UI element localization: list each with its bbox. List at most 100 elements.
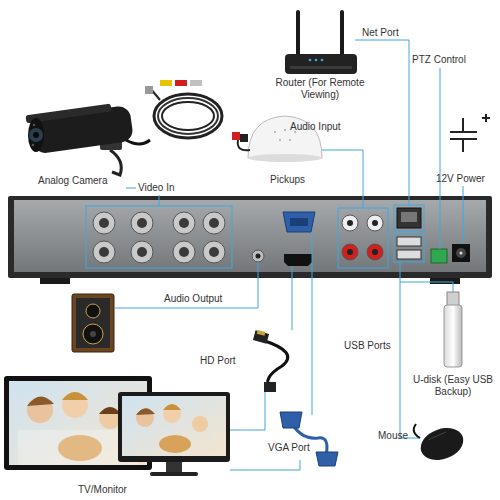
camera-illustration [29,128,43,142]
leader-line [463,186,464,244]
rca-jacks [347,249,353,255]
leader-line [230,460,300,470]
monitor-illustration [99,407,121,429]
rca-jacks [342,215,383,260]
monitor-illustration [27,396,54,406]
cable-coil [145,80,222,138]
hdmi-cable [262,340,288,388]
cable-coil [160,80,172,86]
monitor-illustration [118,392,230,462]
rca-jacks [342,215,358,231]
power-jack [460,252,463,255]
hdmi-port [284,254,312,266]
leader-line [126,188,136,189]
leader-line [115,40,463,470]
microphone-pickup [274,131,276,133]
microphone-pickup [279,139,281,141]
device-label: Analog Camera [38,175,118,187]
bnc-connectors [131,212,153,234]
microphone-pickup [289,139,291,141]
monitor-illustration [62,392,88,400]
port-label: Video In [138,182,188,194]
speaker-illustration [72,294,114,352]
leader-line [440,68,441,249]
rca-jacks [367,244,383,260]
monitor-illustration [4,376,230,476]
hdmi-cable [253,330,269,343]
monitor-illustration [159,435,191,453]
bnc-connectors [137,218,147,228]
port-label: HD Port [200,355,250,367]
rca-jacks [342,244,358,260]
speaker-illustration [86,304,100,318]
leader-line [292,266,293,330]
highlight-frame [338,208,388,268]
monitor-illustration [163,405,181,423]
bnc-connectors [99,247,109,257]
bnc-connectors [99,218,109,228]
vga-port [283,212,315,232]
bnc-connectors [131,241,153,263]
power-symbol [462,118,464,132]
port-label: 12V Power [436,173,496,185]
mouse-illustration [414,422,468,465]
camera-illustration [110,150,121,175]
port-label: PTZ Control [412,54,482,66]
monitor-illustration [27,397,53,423]
usb-stick [444,305,462,367]
monitor-illustration [62,392,88,418]
monitor-illustration [166,462,182,472]
leader-line [400,282,453,293]
bnc-connectors [93,241,115,263]
leader-line [400,262,420,438]
port-label: Audio Input [290,121,350,133]
microphone-pickup [240,134,248,142]
microphone-pickup [232,132,240,140]
camera-illustration [32,144,34,146]
device-label: Mouse [378,430,418,442]
vga-port [283,212,315,232]
leader-line [115,262,258,308]
router-illustration [321,59,324,62]
net-usb-ports [397,208,421,228]
router-illustration [315,59,318,62]
speaker-illustration [72,294,114,352]
router-illustration [285,10,357,74]
power-symbol [450,131,477,133]
port-label: USB Ports [344,340,398,352]
monitor-illustration [99,407,121,414]
vga-port [290,218,308,226]
power-symbol [462,139,464,152]
camera-illustration [33,124,35,126]
power-symbol [485,114,487,122]
router-illustration [285,54,357,74]
rca-jacks [347,220,353,226]
rca-jacks [372,220,378,226]
dvr-recorder [8,196,492,284]
speaker-illustration [76,298,110,348]
bnc-connectors [137,247,147,257]
net-usb-ports [401,212,417,222]
usb-stick [447,292,459,306]
audio-output-jack [252,250,264,262]
monitor-illustration [122,396,226,456]
power-symbol [450,114,490,152]
ptz-terminal [431,249,447,263]
monitor-illustration [163,404,181,410]
leader-line [322,150,363,208]
bnc-connectors [179,218,189,228]
cable-coil [190,80,202,86]
dvr-recorder [40,278,70,284]
bnc-connectors [203,241,225,263]
vga-cable [280,412,302,428]
net-usb-ports [397,250,421,259]
usb-stick [444,292,462,367]
vga-cable [280,412,338,466]
monitor-illustration [192,416,208,432]
vga-cable [316,452,338,466]
cable-coil [145,86,153,94]
cable-coil [154,94,222,138]
hdmi-cable [257,330,266,336]
